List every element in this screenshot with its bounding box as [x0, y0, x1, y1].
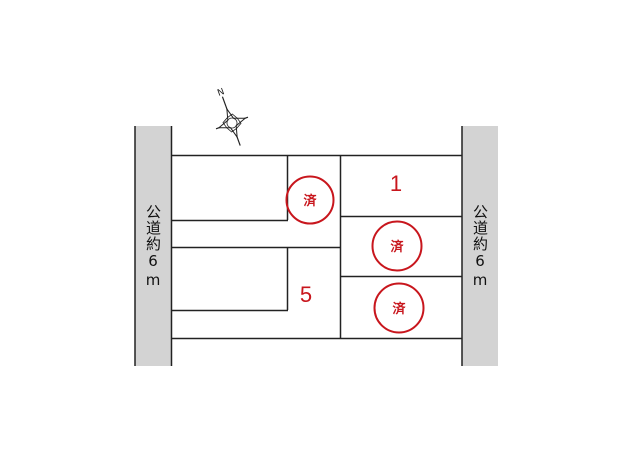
left-road [134, 126, 173, 366]
right-road-label: 公道約6m [471, 204, 489, 290]
svg-text:済: 済 [390, 239, 404, 255]
compass-rose-icon: N [215, 87, 249, 146]
right-road [461, 126, 498, 366]
lot-5-label: 5 [300, 282, 312, 307]
sold-mark: 済 [371, 220, 423, 272]
lot-boundaries [172, 154, 462, 340]
sold-mark: 済 [373, 282, 425, 334]
left-road-label: 公道約6m [144, 204, 162, 290]
sold-mark: 済 [285, 175, 335, 225]
north-label: N [216, 87, 226, 99]
svg-text:済: 済 [303, 193, 317, 209]
svg-text:済: 済 [392, 301, 406, 317]
lot-1-label: 1 [390, 171, 402, 196]
